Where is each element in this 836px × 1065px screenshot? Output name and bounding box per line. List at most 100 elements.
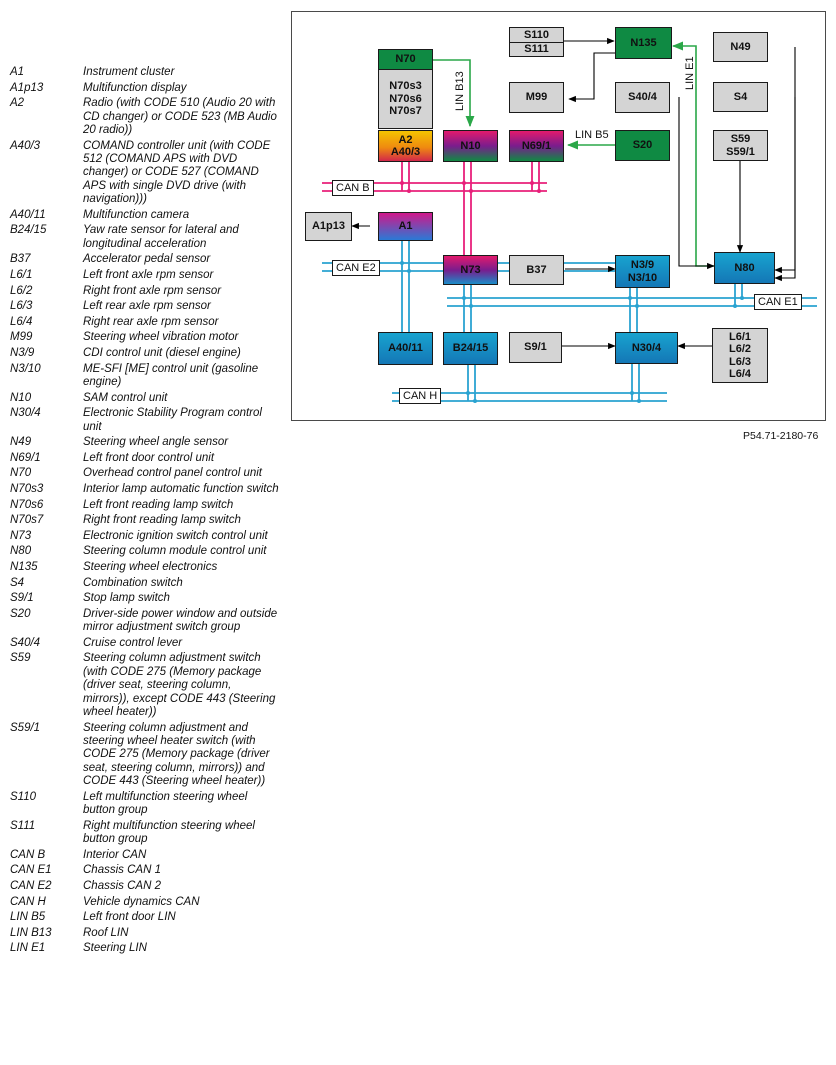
legend-row: LIN E1 Steering LIN <box>10 942 280 955</box>
label-can-h: CAN H <box>399 388 442 404</box>
node-s4: S4 <box>713 82 768 112</box>
legend-description: CDI control unit (diesel engine) <box>83 346 241 359</box>
legend-code: N70 <box>10 467 32 480</box>
legend-description: Vehicle dynamics CAN <box>83 895 200 908</box>
node-l6-1: L6/1 <box>728 330 751 343</box>
legend-description: Electronic Stability Program control uni… <box>83 407 262 433</box>
node-a2-a40-3: A2 A40/3 <box>378 130 433 162</box>
node-l6-2: L6/2 <box>728 343 751 355</box>
legend-description: Stop lamp switch <box>83 592 170 605</box>
legend-description: Left front door LIN <box>83 911 176 924</box>
legend-description: Steering column adjustment and steering … <box>83 721 270 788</box>
legend-code: N10 <box>10 391 32 404</box>
node-b37-label: B37 <box>526 263 547 276</box>
node-l6: L6/1 L6/2 L6/3 L6/4 <box>712 328 768 383</box>
node-n10-label: N10 <box>460 139 481 152</box>
legend-code: N80 <box>10 545 32 558</box>
legend-row: S59/1 Steering column adjustment and stee… <box>10 722 280 789</box>
legend-code: LIN B13 <box>10 926 52 939</box>
label-lin-b13: LIN B13 <box>454 71 466 111</box>
legend-description: Overhead control panel control unit <box>83 467 262 480</box>
label-can-e2: CAN E2 <box>332 260 380 276</box>
legend-code: CAN B <box>10 848 46 861</box>
node-a1p13-label: A1p13 <box>311 220 346 233</box>
legend-description: Right rear axle rpm sensor <box>83 315 219 328</box>
legend-code: A1p13 <box>10 81 44 94</box>
legend-description: Steering LIN <box>83 942 147 955</box>
node-s59-1: S59/1 <box>726 145 755 158</box>
node-n49: N49 <box>713 32 768 62</box>
legend-description: Right front axle rpm sensor <box>83 284 222 297</box>
legend-description: SAM control unit <box>83 391 168 404</box>
legend-description: Left front reading lamp switch <box>83 498 234 511</box>
node-s111: S111 <box>510 41 563 56</box>
node-a40-3: A40/3 <box>390 146 421 158</box>
legend-code: CAN E2 <box>10 879 52 892</box>
legend-description: Right front reading lamp switch <box>83 514 241 527</box>
node-n69-1: N69/1 <box>509 130 564 162</box>
node-a1-label: A1 <box>398 220 413 233</box>
node-b24-15-label: B24/15 <box>452 342 489 355</box>
legend-row: N30/4 Electronic Stability Program contro… <box>10 407 280 434</box>
legend-row: N10 SAM control unit <box>10 392 280 405</box>
node-n70s6: N70s6 <box>389 92 422 105</box>
node-s20: S20 <box>615 130 670 161</box>
legend-code: S59/1 <box>10 721 41 734</box>
node-m99-label: M99 <box>525 91 548 104</box>
legend-description: Steering column adjustment switch (with … <box>83 652 276 718</box>
legend-row: L6/4 Right rear axle rpm sensor <box>10 316 280 329</box>
legend-description: Left multifunction steering wheel button… <box>83 790 248 817</box>
node-a2: A2 <box>398 133 413 146</box>
node-n70: N70 N70s3 N70s6 N70s7 <box>378 49 433 129</box>
legend-description: Steering wheel angle sensor <box>83 436 229 449</box>
legend-code: L6/4 <box>10 315 33 328</box>
legend-description: Chassis CAN 1 <box>83 864 161 877</box>
legend-description: Combination switch <box>83 576 183 589</box>
legend-description: Cruise control lever <box>83 636 183 649</box>
legend-code: A1 <box>10 66 25 78</box>
node-a1: A1 <box>378 212 433 241</box>
legend-code: LIN E1 <box>10 942 46 955</box>
node-n30-4: N30/4 <box>615 332 678 364</box>
node-s40-4-label: S40/4 <box>628 91 657 104</box>
node-n135: N135 <box>615 27 672 59</box>
node-b37: B37 <box>509 255 564 285</box>
legend-description: Yaw rate sensor for lateral and longitud… <box>83 224 239 250</box>
legend-code: N3/10 <box>10 362 41 375</box>
node-n30-4-label: N30/4 <box>631 341 662 354</box>
legend-code: N135 <box>10 560 38 573</box>
figure-id: P54.71-2180-76 <box>743 430 819 442</box>
legend-code: CAN H <box>10 895 46 908</box>
legend-code: S20 <box>10 607 31 620</box>
node-n73-label: N73 <box>460 263 481 276</box>
legend-code: S111 <box>10 819 36 832</box>
legend-description: Left front door control unit <box>83 451 215 464</box>
legend-code: N30/4 <box>10 407 41 420</box>
node-n70s3: N70s3 <box>389 80 422 93</box>
legend-description: Electronic ignition switch control unit <box>83 529 268 542</box>
node-n70-title: N70 <box>395 53 416 65</box>
legend-description: COMAND controller unit (with CODE 512 (C… <box>83 139 271 206</box>
node-n10: N10 <box>443 130 498 162</box>
legend-description: Accelerator pedal sensor <box>83 253 211 266</box>
